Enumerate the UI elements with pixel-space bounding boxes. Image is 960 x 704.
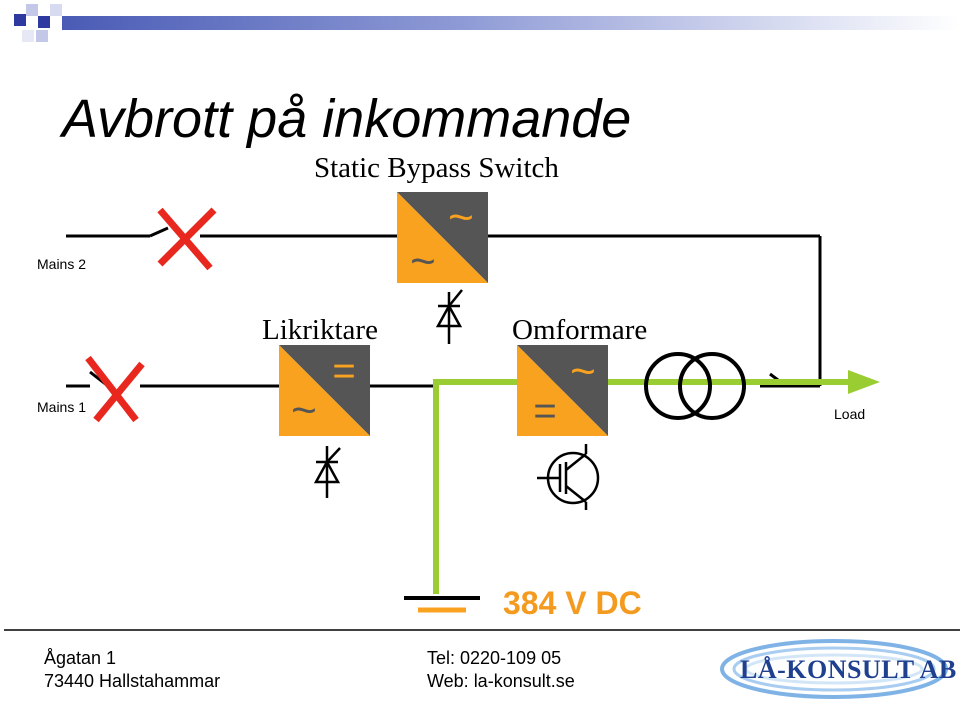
ac-symbol: ~ <box>410 237 436 286</box>
battery-symbol <box>404 596 480 613</box>
company-logo-text: LÅ-KONSULT AB <box>740 655 957 684</box>
phone-number: Tel: 0220-109 05 <box>427 648 562 668</box>
dc-voltage-label: 384 V DC <box>503 585 642 621</box>
ac-symbol: ~ <box>448 193 474 242</box>
thyristor-icon <box>313 446 341 498</box>
load-arrow <box>848 370 880 394</box>
slide-title: Avbrott på inkommande <box>62 89 632 149</box>
company-logo <box>720 639 948 699</box>
dc-symbol: = <box>533 389 556 433</box>
deco-square <box>26 4 38 16</box>
website-link[interactable]: Web: la-konsult.se <box>427 671 575 691</box>
thyristor-icon <box>435 289 463 344</box>
active-power-path <box>433 379 850 594</box>
mains1-label: Mains 1 <box>37 399 87 415</box>
mains1-fault-x <box>85 355 145 423</box>
inverter-box: ~ = <box>517 345 608 436</box>
deco-square <box>38 16 50 28</box>
mains2-line <box>66 226 822 386</box>
header-decoration <box>14 4 960 42</box>
rectifier-box: = ~ <box>279 345 370 436</box>
address-line2: 73440 Hallstahammar <box>44 671 221 691</box>
dc-symbol: = <box>332 349 355 393</box>
deco-square <box>50 4 62 16</box>
header-bar <box>62 16 960 30</box>
ac-symbol: ~ <box>570 347 596 396</box>
igbt-icon <box>537 444 600 510</box>
deco-square <box>36 30 48 42</box>
inverter-label: Omformare <box>512 314 648 346</box>
address-line1: Ågatan 1 <box>44 648 117 668</box>
static-bypass-switch-box: ~ ~ <box>397 192 488 286</box>
deco-square <box>22 30 34 42</box>
mains2-label: Mains 2 <box>37 256 87 272</box>
transformer-icon <box>644 352 746 420</box>
rectifier-label: Likriktare <box>262 314 378 346</box>
mains2-fault-x <box>157 207 217 271</box>
ac-symbol: ~ <box>291 386 317 435</box>
load-label: Load <box>834 406 866 422</box>
deco-square <box>14 14 26 26</box>
static-bypass-switch-label: Static Bypass Switch <box>314 152 559 184</box>
